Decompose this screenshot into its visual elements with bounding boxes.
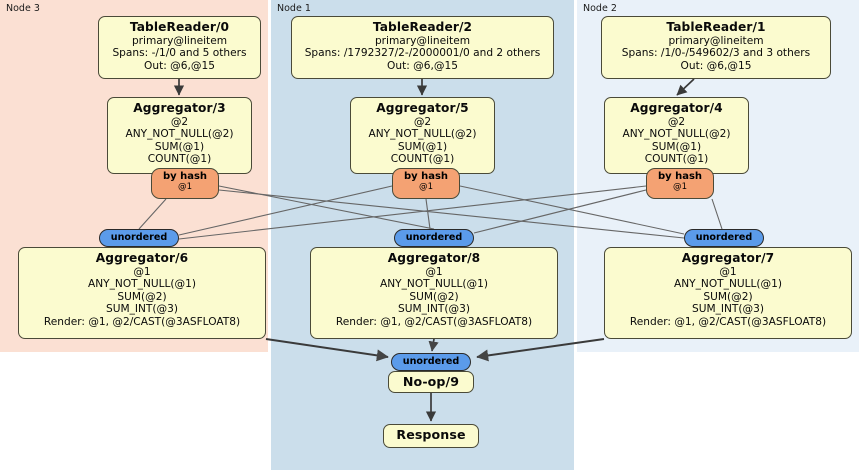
box-line: Out: @6,@15 <box>680 59 752 72</box>
box-line: Spans: /1/0-/549602/3 and 3 others <box>621 47 811 60</box>
box-title: Response <box>396 427 466 442</box>
box-line: SUM(@1) <box>651 140 702 153</box>
box-line: @1 <box>133 266 151 278</box>
router-label: by hash <box>162 171 208 182</box>
router-label: by hash <box>403 171 449 182</box>
synchronizer-badge-unordered[interactable]: unordered <box>99 229 179 247</box>
box-line: primary@lineitem <box>131 35 228 47</box>
box-title: Aggregator/3 <box>133 101 226 115</box>
box-line: @1 <box>719 266 737 278</box>
box-line: ANY_NOT_NULL(@1) <box>87 278 197 291</box>
box-line: SUM_INT(@3) <box>105 303 179 316</box>
box-title: TableReader/0 <box>129 20 230 34</box>
box-line: ANY_NOT_NULL(@2) <box>368 128 477 141</box>
box-line: Out: @6,@15 <box>144 59 215 72</box>
box-line: primary@lineitem <box>374 35 471 47</box>
box-title: Aggregator/4 <box>630 101 723 115</box>
box-line: ANY_NOT_NULL(@1) <box>379 278 489 291</box>
plan-box-aggregator-8[interactable]: Aggregator/8 @1 ANY_NOT_NULL(@1) SUM(@2)… <box>310 247 558 339</box>
box-line: ANY_NOT_NULL(@2) <box>125 128 234 141</box>
box-line: SUM(@2) <box>409 290 459 303</box>
box-line: COUNT(@1) <box>390 153 455 166</box>
node-panel-label: Node 3 <box>6 3 40 14</box>
box-title: TableReader/1 <box>666 20 766 34</box>
plan-box-noop-9[interactable]: No-op/9 <box>388 371 474 393</box>
box-line: Spans: -/1/0 and 5 others <box>112 47 247 60</box>
plan-box-aggregator-6[interactable]: Aggregator/6 @1 ANY_NOT_NULL(@1) SUM(@2)… <box>18 247 266 339</box>
box-line: SUM(@1) <box>154 140 205 153</box>
box-line: SUM(@2) <box>703 290 753 303</box>
plan-box-aggregator-4[interactable]: Aggregator/4 @2 ANY_NOT_NULL(@2) SUM(@1)… <box>604 97 749 174</box>
plan-box-response[interactable]: Response <box>383 424 479 448</box>
plan-box-aggregator-5[interactable]: Aggregator/5 @2 ANY_NOT_NULL(@2) SUM(@1)… <box>350 97 495 174</box>
synchronizer-badge-unordered[interactable]: unordered <box>684 229 764 247</box>
box-line: COUNT(@1) <box>147 153 212 166</box>
plan-box-tablereader-1[interactable]: TableReader/1 primary@lineitem Spans: /1… <box>601 16 831 79</box>
box-line: SUM_INT(@3) <box>397 303 471 316</box>
box-line: Out: @6,@15 <box>387 59 458 72</box>
box-line: ANY_NOT_NULL(@2) <box>622 128 731 141</box>
box-title: Aggregator/7 <box>681 251 775 265</box>
box-line: SUM(@1) <box>397 140 448 153</box>
box-line: Spans: /1792327/2-/2000001/0 and 2 other… <box>304 47 541 60</box>
box-line: @2 <box>667 116 686 128</box>
box-line: ANY_NOT_NULL(@1) <box>673 278 783 291</box>
plan-box-tablereader-0[interactable]: TableReader/0 primary@lineitem Spans: -/… <box>98 16 261 79</box>
router-badge-by-hash[interactable]: by hash @1 <box>646 168 714 199</box>
node-panel-label: Node 1 <box>277 3 311 14</box>
synchronizer-badge-unordered[interactable]: unordered <box>394 229 474 247</box>
box-title: No-op/9 <box>402 374 460 389</box>
box-title: Aggregator/6 <box>95 251 189 265</box>
box-line: SUM_INT(@3) <box>691 303 765 316</box>
box-title: TableReader/2 <box>372 20 473 34</box>
box-line: @1 <box>425 266 443 278</box>
plan-box-aggregator-7[interactable]: Aggregator/7 @1 ANY_NOT_NULL(@1) SUM(@2)… <box>604 247 852 339</box>
box-title: Aggregator/8 <box>387 251 481 265</box>
box-title: Aggregator/5 <box>376 101 469 115</box>
router-column: @1 <box>672 182 688 192</box>
router-column: @1 <box>418 182 434 192</box>
box-line: COUNT(@1) <box>644 153 709 166</box>
box-line-render: Render: @1, @2/CAST(@3ASFLOAT8) <box>335 315 533 328</box>
box-line: @2 <box>413 116 432 128</box>
box-line-render: Render: @1, @2/CAST(@3ASFLOAT8) <box>43 315 241 328</box>
router-badge-by-hash[interactable]: by hash @1 <box>392 168 460 199</box>
box-line: primary@lineitem <box>668 35 764 47</box>
synchronizer-badge-unordered[interactable]: unordered <box>391 353 471 371</box>
router-label: by hash <box>657 171 703 182</box>
box-line-render: Render: @1, @2/CAST(@3ASFLOAT8) <box>629 315 827 328</box>
node-panel-label: Node 2 <box>583 3 617 14</box>
plan-box-aggregator-3[interactable]: Aggregator/3 @2 ANY_NOT_NULL(@2) SUM(@1)… <box>107 97 252 174</box>
box-line: @2 <box>170 116 189 128</box>
router-badge-by-hash[interactable]: by hash @1 <box>151 168 219 199</box>
router-column: @1 <box>177 182 193 192</box>
plan-box-tablereader-2[interactable]: TableReader/2 primary@lineitem Spans: /1… <box>291 16 554 79</box>
box-line: SUM(@2) <box>117 290 167 303</box>
